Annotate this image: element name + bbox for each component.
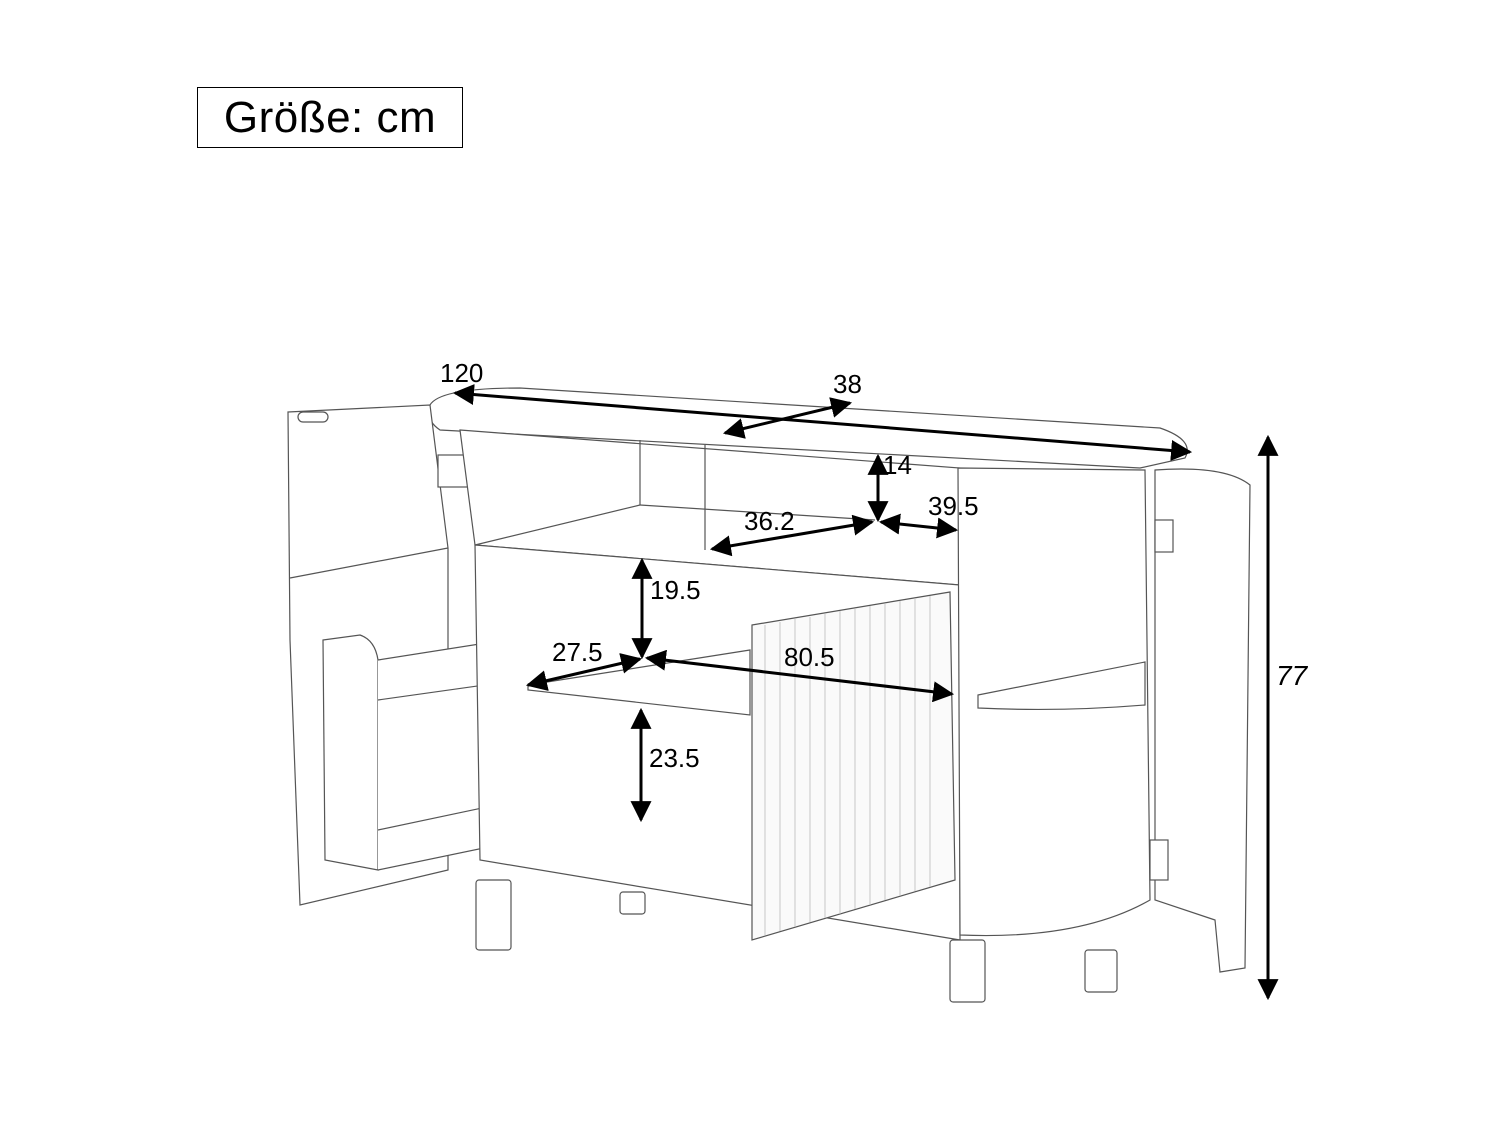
leg [949,939,986,1003]
dim-arrow-depth [722,397,853,439]
dim-arrow-27-5 [525,653,643,691]
dim-inner-shelf-depth-label: 27.5 [552,637,603,667]
dim-middle-height-label: 19.5 [650,575,701,605]
leg [475,879,512,951]
leg [1084,949,1118,993]
dim-width-label: 120 [440,358,484,388]
door-spice-rack [322,634,379,871]
leg [619,891,646,915]
dim-height-label: 77 [1276,660,1308,691]
dim-arrow-80-5 [644,649,955,703]
dim-lower-height-label: 23.5 [649,743,700,773]
dim-top-compartment-height-label: 14 [883,450,912,480]
dim-depth-label: 38 [833,369,862,399]
size-unit-title: Größe: cm [197,87,463,148]
dim-arrow-39-5 [878,513,959,539]
center-fluted-door [751,591,956,941]
dim-top-compartment-depth-label: 36.2 [744,506,795,536]
dim-top-compartment-width-label: 39.5 [928,491,979,521]
right-door [1154,468,1251,973]
dim-arrow-36-2 [709,514,875,557]
dim-inner-width-label: 80.5 [784,642,835,672]
